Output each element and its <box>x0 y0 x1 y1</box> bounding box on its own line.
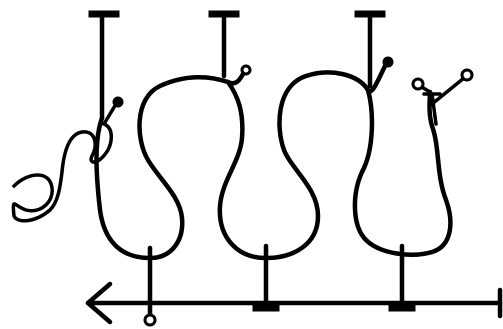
squiggle-connector <box>104 104 116 124</box>
top-stem-1 <box>92 14 116 118</box>
loop-2-top-dot <box>383 57 393 67</box>
loop-1-top-circle <box>242 66 250 74</box>
bottom-stem-2 <box>256 246 276 308</box>
forked-end-right <box>413 70 472 124</box>
top-stem-2 <box>212 14 236 76</box>
